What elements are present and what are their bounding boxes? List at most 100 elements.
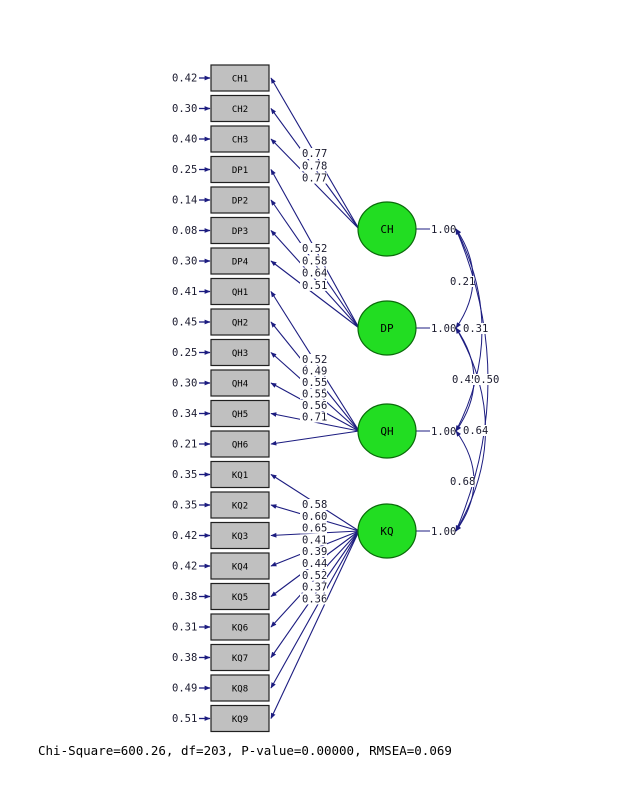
observed-label-kq2: KQ2 — [232, 502, 248, 512]
observed-label-dp4: DP4 — [232, 258, 248, 268]
error-variance-qh5: 0.34 — [172, 408, 197, 420]
loading-label-kq-kq2: 0.60 — [302, 511, 327, 523]
observed-box-dp4 — [210, 247, 270, 275]
observed-box-ch2 — [210, 94, 270, 123]
loading-path-kq-kq8 — [270, 530, 360, 689]
observed-box-dp1 — [210, 155, 270, 184]
observed-label-qh6: QH6 — [232, 441, 248, 451]
covariance-label-bg — [462, 323, 487, 334]
latent-variance-dp: 1.00 — [431, 323, 456, 335]
observed-label-kq7: KQ7 — [232, 654, 248, 664]
observed-box-qh3 — [210, 338, 270, 367]
error-variance-kq4: 0.42 — [172, 561, 197, 573]
error-variance-kq3: 0.42 — [172, 530, 197, 542]
loading-label-kq-kq4: 0.41 — [302, 534, 327, 546]
latent-kq — [357, 503, 417, 559]
covariance-label-bg — [473, 374, 498, 385]
loading-label-kq-kq1: 0.58 — [302, 499, 327, 511]
observed-box-dp3 — [210, 216, 270, 245]
fit-statistics: Chi-Square=600.26, df=203, P-value=0.000… — [38, 743, 452, 758]
error-variance-dp1: 0.25 — [172, 164, 197, 176]
error-variance-kq9: 0.51 — [172, 713, 197, 725]
loading-label-qh-qh6: 0.71 — [302, 412, 327, 424]
label-layer: 0.770.780.770.520.580.640.510.520.490.55… — [300, 148, 499, 605]
loading-label-bg — [300, 400, 327, 411]
observed-box-qh5 — [210, 399, 270, 428]
error-variance-qh4: 0.30 — [172, 378, 197, 390]
loading-path-ch-ch3 — [270, 138, 360, 230]
error-variance-qh1: 0.41 — [172, 286, 197, 298]
loading-label-kq-kq9: 0.36 — [302, 593, 327, 605]
error-layer: 0.420.300.400.250.140.080.300.410.450.25… — [172, 73, 211, 725]
loading-path-dp-dp4 — [270, 260, 360, 329]
covariance-label-ch-kq: 0.50 — [474, 374, 499, 386]
loading-path-kq-kq9 — [270, 530, 360, 720]
loading-label-bg — [300, 499, 327, 510]
loading-label-bg — [300, 160, 327, 172]
loading-label-qh-qh4: 0.55 — [302, 389, 327, 401]
loading-label-bg — [300, 243, 327, 254]
loading-label-bg — [300, 593, 327, 605]
observed-label-dp3: DP3 — [232, 227, 248, 237]
latent-label-qh: QH — [380, 425, 393, 438]
observed-box-dp2 — [210, 186, 270, 214]
covariance-label-dp-kq: 0.68 — [450, 476, 475, 488]
loading-path-dp-dp3 — [270, 230, 360, 329]
observed-label-kq9: KQ9 — [232, 715, 248, 725]
covariance-label-qh-kq: 0.64 — [463, 425, 488, 437]
loading-label-dp-dp1: 0.52 — [302, 243, 327, 255]
error-variance-qh3: 0.25 — [172, 347, 197, 359]
error-variance-kq7: 0.38 — [172, 652, 197, 664]
latent-ch — [357, 201, 417, 257]
observed-label-ch2: CH2 — [232, 105, 248, 115]
error-variance-qh6: 0.21 — [172, 439, 197, 451]
loading-label-kq-kq5: 0.39 — [302, 546, 327, 558]
error-variance-ch3: 0.40 — [172, 134, 197, 146]
loading-label-ch-ch1: 0.77 — [302, 148, 327, 160]
loading-label-bg — [300, 510, 327, 522]
error-variance-kq6: 0.31 — [172, 622, 197, 634]
covariance-label-dp-qh: 0.31 — [463, 323, 488, 335]
loading-path-qh-qh6 — [270, 430, 360, 446]
loading-label-dp-dp2: 0.58 — [302, 255, 327, 267]
observed-box-kq7 — [210, 643, 270, 672]
observed-box-kq4 — [210, 552, 270, 580]
loading-label-dp-dp4: 0.51 — [302, 280, 327, 292]
loading-label-kq-kq6: 0.44 — [302, 558, 327, 570]
error-variance-dp2: 0.14 — [172, 195, 197, 207]
error-variance-qh2: 0.45 — [172, 317, 197, 329]
loading-label-bg — [300, 522, 327, 534]
observed-label-dp2: DP2 — [232, 197, 248, 207]
loading-label-qh-qh5: 0.56 — [302, 400, 327, 412]
loading-label-bg — [300, 558, 327, 569]
loading-label-qh-qh2: 0.49 — [302, 366, 327, 378]
observed-box-qh4 — [210, 369, 270, 397]
observed-label-kq8: KQ8 — [232, 685, 248, 695]
latent-label-ch: CH — [380, 223, 393, 236]
loading-label-bg — [300, 569, 327, 581]
latent-variance-qh: 1.00 — [431, 426, 456, 438]
loading-label-bg — [300, 148, 327, 159]
observed-label-qh3: QH3 — [232, 349, 248, 359]
covariance-label-ch-dp: 0.21 — [450, 276, 475, 288]
observed-label-qh1: QH1 — [232, 288, 248, 298]
error-variance-kq2: 0.35 — [172, 500, 197, 512]
observed-box-kq8 — [210, 674, 270, 702]
observed-box-kq3 — [210, 521, 270, 550]
loading-label-bg — [300, 279, 327, 291]
observed-label-kq6: KQ6 — [232, 624, 248, 634]
covariance-label-bg — [449, 476, 474, 487]
latent-variance-ch: 1.00 — [431, 224, 456, 236]
observed-label-qh5: QH5 — [232, 410, 248, 420]
latent-label-kq: KQ — [380, 525, 393, 538]
observed-box-kq5 — [210, 582, 270, 611]
error-variance-kq5: 0.38 — [172, 591, 197, 603]
error-variance-dp4: 0.30 — [172, 256, 197, 268]
loading-label-kq-kq8: 0.37 — [302, 582, 327, 594]
observed-box-kq2 — [210, 491, 270, 519]
observed-label-kq5: KQ5 — [232, 593, 248, 603]
error-variance-kq8: 0.49 — [172, 683, 197, 695]
loading-label-bg — [300, 354, 327, 365]
